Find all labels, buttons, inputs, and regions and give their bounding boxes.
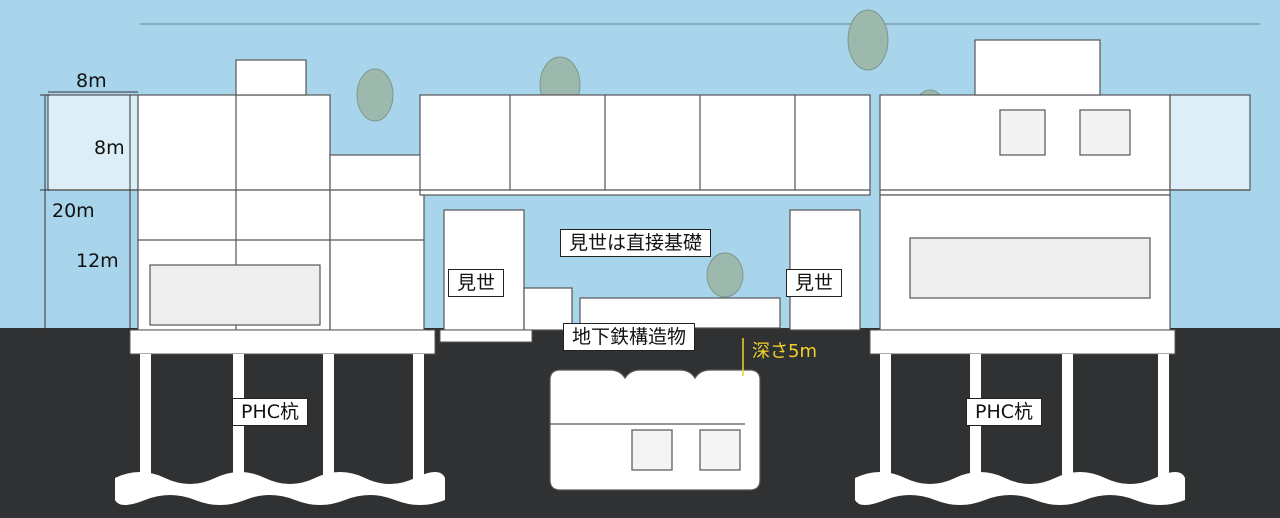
dimension-width-top: 8m <box>76 70 107 92</box>
dimension-lower-floor: 12m <box>76 250 119 272</box>
label-depth: 深さ5m <box>752 341 817 362</box>
label-shop-foundation: 見世は直接基礎 <box>560 229 712 257</box>
dimension-upper-floor: 8m <box>94 137 125 159</box>
right-building <box>879 39 1251 331</box>
label-pile-right: PHC杭 <box>966 398 1043 426</box>
subway-tunnel <box>549 369 761 491</box>
label-shop-right: 見世 <box>786 269 843 297</box>
label-subway-structure: 地下鉄構造物 <box>563 323 696 351</box>
bearing-layer <box>115 472 1185 505</box>
left-building <box>47 59 425 331</box>
left-dimension-lines <box>40 91 138 331</box>
label-shop-left: 見世 <box>448 269 505 297</box>
foundation-slabs <box>129 329 1176 355</box>
label-pile-left: PHC杭 <box>232 398 309 426</box>
dimension-total-height: 20m <box>52 200 95 222</box>
